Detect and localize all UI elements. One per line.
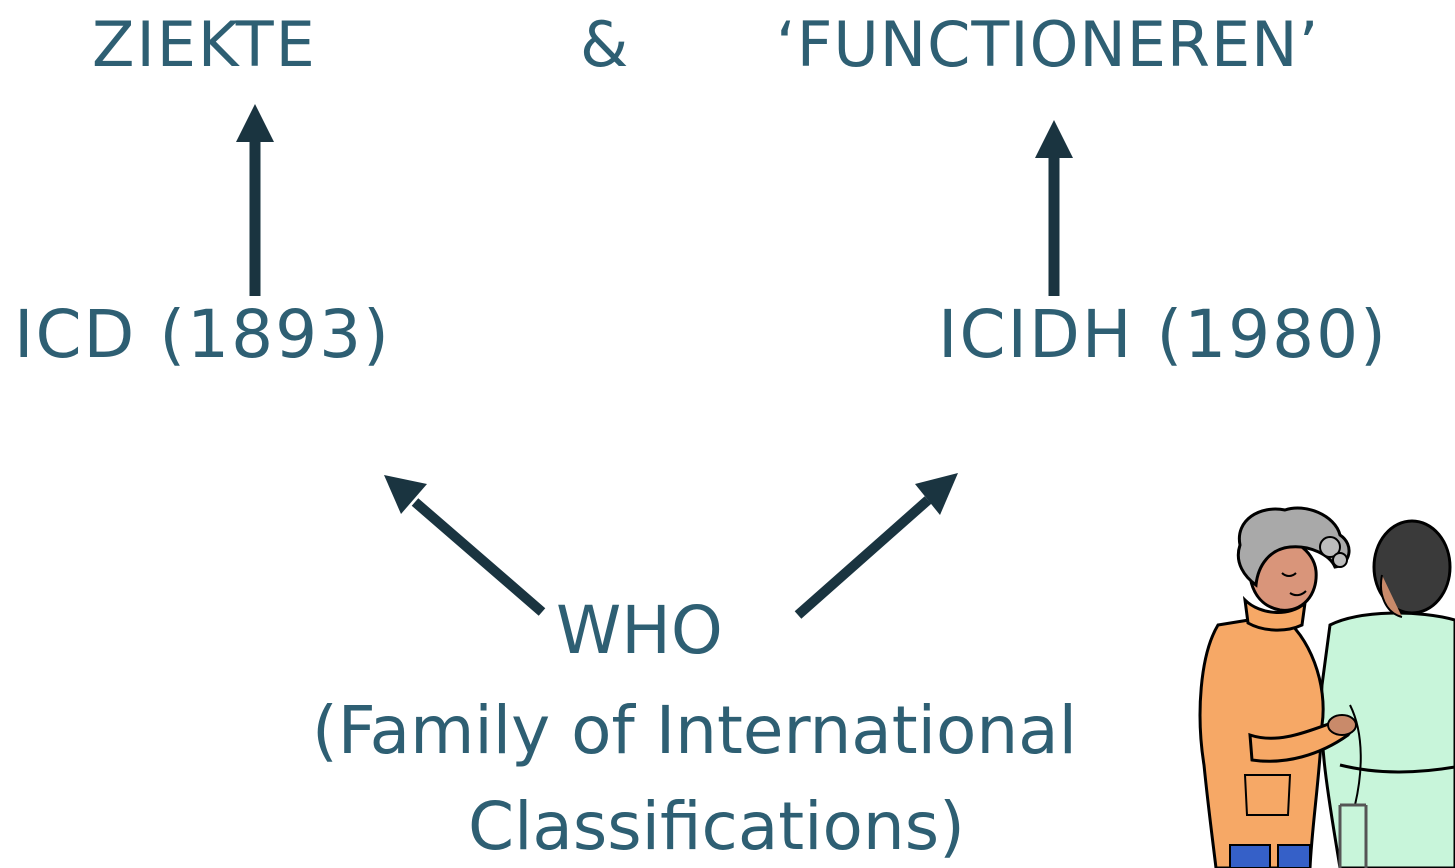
- arrow-icd-to-ziekte: [236, 104, 274, 296]
- arrow-who-to-icd: [384, 475, 546, 616]
- arrow-icidh-to-functioneren: [1035, 120, 1073, 296]
- caregiver-with-patient-icon: [1198, 506, 1455, 868]
- label-icd: ICD (1893): [14, 296, 391, 373]
- label-functioneren: ‘FUNCTIONEREN’: [776, 8, 1320, 81]
- label-ampersand: &: [580, 8, 629, 81]
- label-icidh: ICIDH (1980): [938, 296, 1388, 373]
- label-family-line: (Family of International: [312, 692, 1077, 769]
- label-classifications-line: Classifications): [468, 788, 965, 865]
- label-who: WHO: [556, 592, 723, 669]
- arrow-who-to-icidh: [794, 473, 958, 619]
- label-ziekte: ZIEKTE: [92, 8, 317, 81]
